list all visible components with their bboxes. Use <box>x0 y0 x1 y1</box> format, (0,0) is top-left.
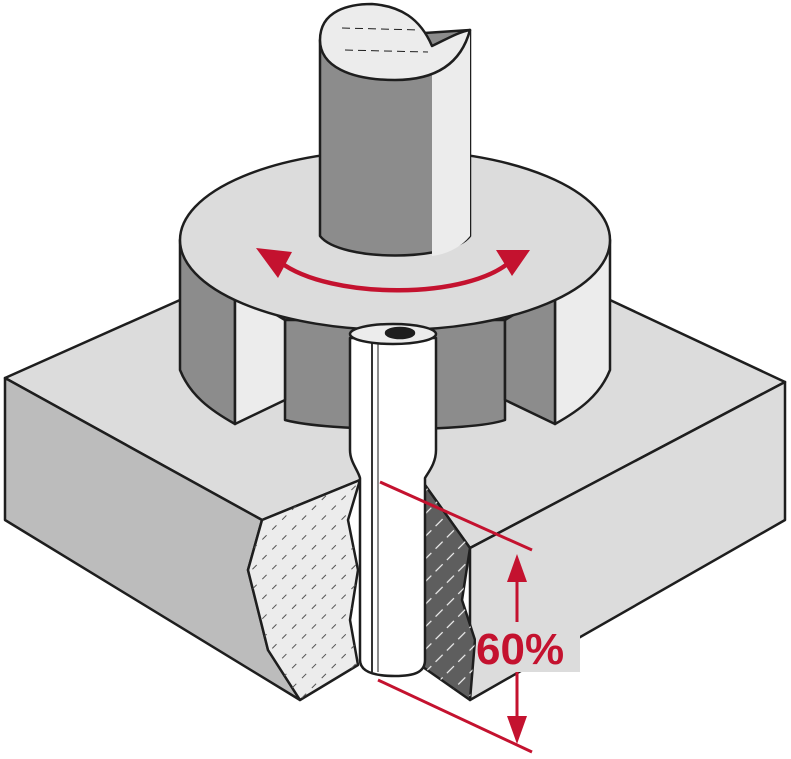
rotation-arrowhead-right <box>496 250 530 276</box>
spindle <box>318 2 472 257</box>
dimension-bottom-line <box>377 678 533 754</box>
spindle-top-line-2 <box>344 49 429 53</box>
cut-right-hatch <box>412 478 475 700</box>
cut-left-hatch <box>248 480 360 700</box>
dimension <box>377 480 580 754</box>
spindle-top-cut <box>318 2 472 82</box>
dimension-arrow-down <box>507 716 527 744</box>
spindle-light-side <box>432 30 470 256</box>
rotation-arc <box>278 258 514 293</box>
section-cut <box>246 476 477 702</box>
rotation-arrow <box>256 248 530 293</box>
dowel-pin <box>348 322 438 678</box>
spindle-top-line-1 <box>341 27 421 31</box>
dimension-arrow-up <box>507 554 527 582</box>
pin-upper-body <box>348 336 438 678</box>
rotation-arrowhead-left <box>256 248 292 278</box>
percentage-label: 60% <box>476 625 564 674</box>
label-backing <box>476 622 580 672</box>
dimension-top-line <box>379 480 533 552</box>
pin-top-hole <box>384 326 416 340</box>
